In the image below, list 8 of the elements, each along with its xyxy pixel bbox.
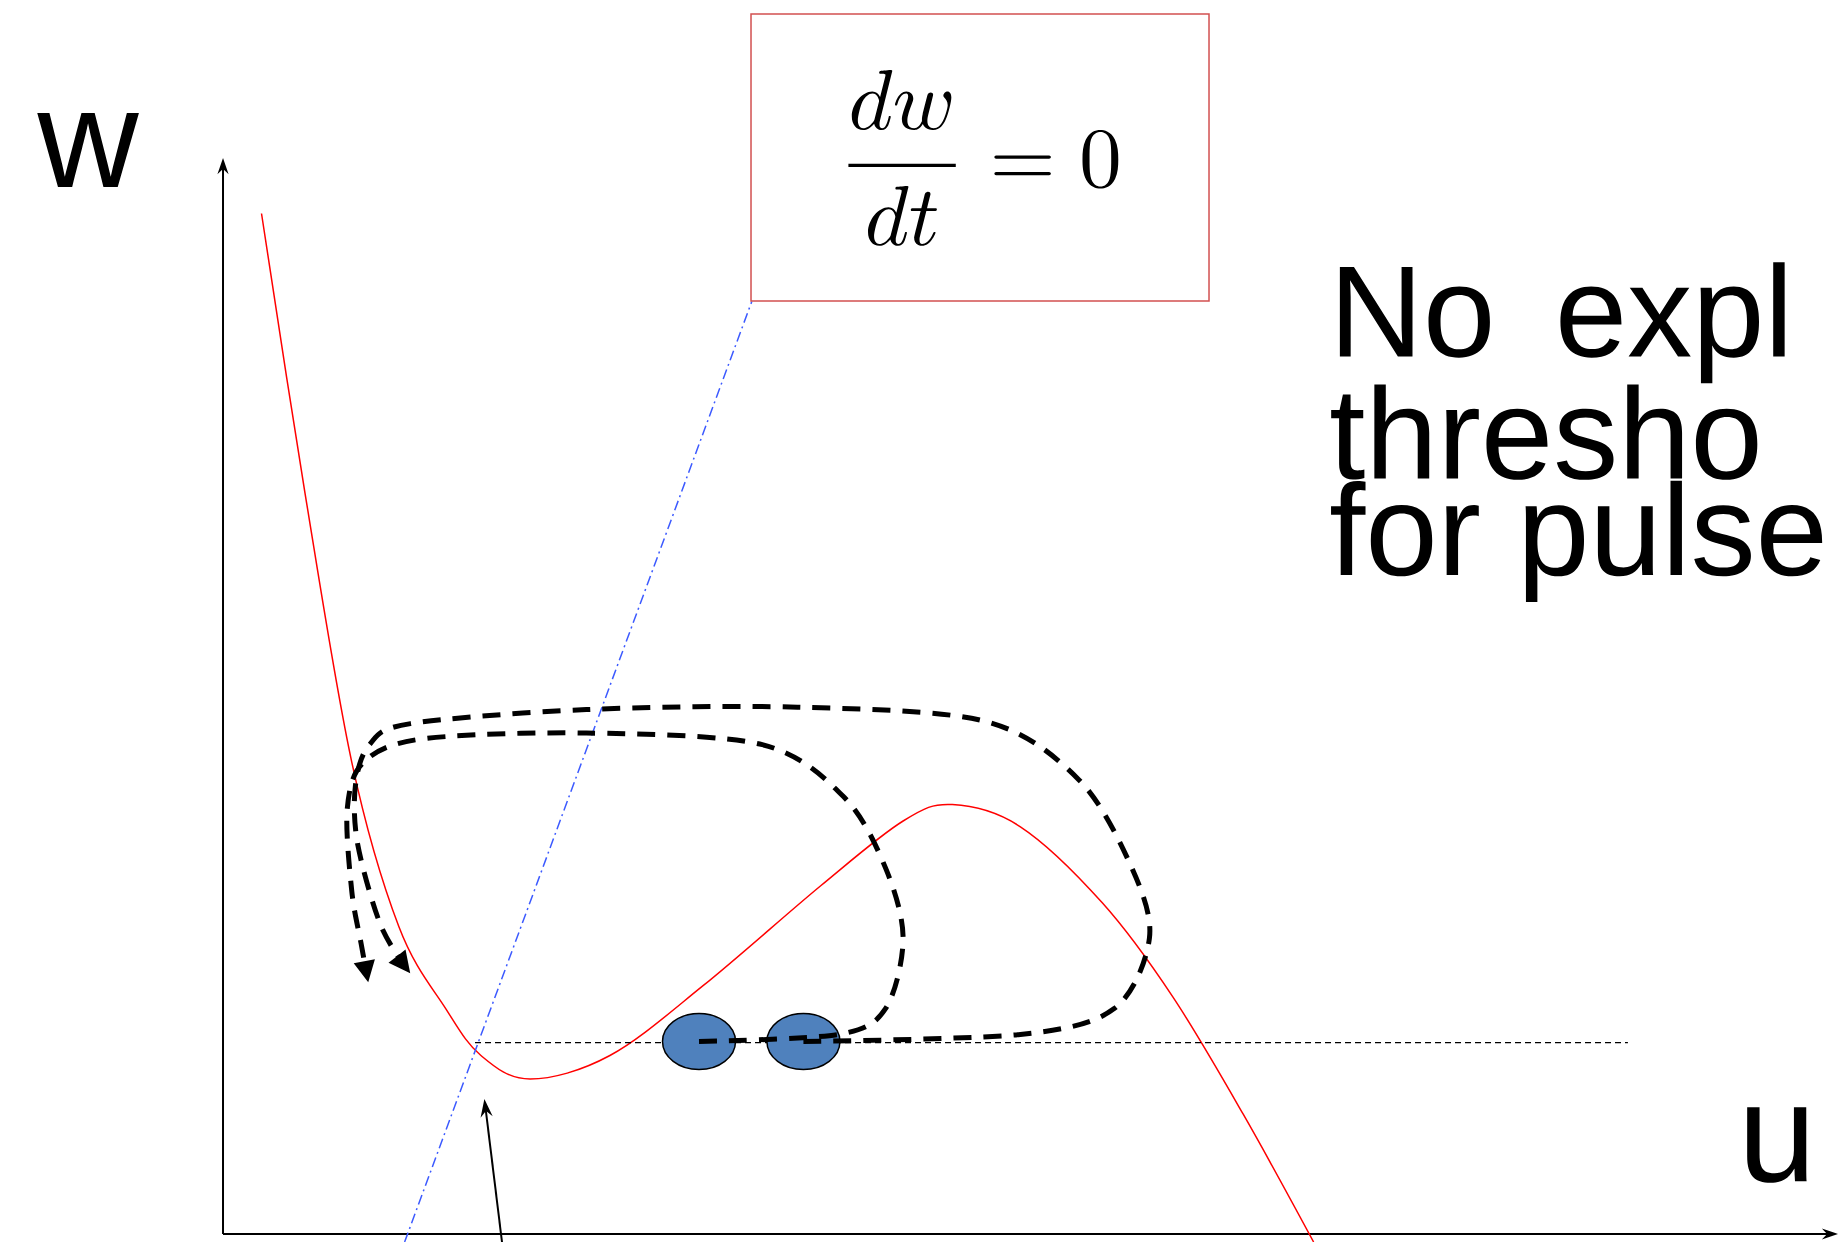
axis-label: u (1747, 1107, 1807, 1183)
state-ellipse (766, 1012, 841, 1071)
formula-box: $\frac{dw}{dt} = 0$ (750, 13, 1210, 302)
trajectory-arrow (351, 703, 1153, 1044)
axis-label: w (37, 113, 139, 187)
trajectory-arrow (344, 730, 906, 1044)
state-ellipse (661, 1012, 737, 1071)
note-text: No expl thresho for pulse (1331, 262, 1823, 602)
